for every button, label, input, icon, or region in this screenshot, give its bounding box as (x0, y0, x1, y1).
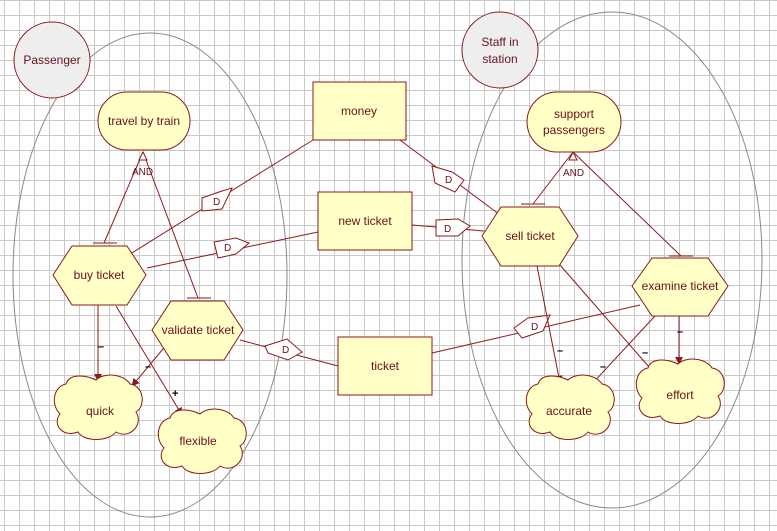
passenger-boundary (12, 32, 288, 518)
svg-text:effort: effort (666, 388, 694, 402)
actor-passenger[interactable]: Passenger (13, 21, 91, 99)
svg-text:D: D (444, 224, 451, 235)
actor-staff-in-station[interactable]: Staff in station (461, 11, 539, 89)
softgoal-flexible[interactable]: flexible (157, 408, 247, 474)
contribution-sign-minus: – (600, 361, 606, 373)
goal-travel-by-train[interactable]: travel by train (97, 91, 191, 151)
contribution-links (94, 264, 683, 416)
and-label-right: AND (563, 168, 584, 179)
svg-text:Passenger: Passenger (23, 53, 80, 67)
svg-text:D: D (282, 345, 289, 356)
svg-text:quick: quick (86, 404, 115, 418)
svg-text:flexible: flexible (179, 434, 217, 448)
dependency-marker: D (431, 165, 465, 193)
svg-text:validate ticket: validate ticket (162, 323, 235, 337)
goal-support-passengers[interactable]: support passengers (526, 91, 622, 153)
decomposition-links (93, 150, 693, 299)
task-sell-ticket[interactable]: sell ticket (481, 206, 579, 267)
dependency-marker: D (513, 314, 551, 339)
svg-text:ticket: ticket (371, 359, 400, 373)
and-label-left: AND (132, 167, 153, 178)
svg-text:support: support (554, 107, 595, 121)
dependency-marker: D (264, 338, 303, 361)
resource-ticket[interactable]: ticket (337, 336, 433, 396)
task-buy-ticket[interactable]: buy ticket (52, 245, 147, 306)
svg-text:passengers: passengers (543, 123, 605, 137)
resource-new-ticket[interactable]: new ticket (317, 191, 413, 251)
svg-text:sell ticket: sell ticket (505, 229, 555, 243)
svg-text:D: D (213, 197, 220, 208)
task-validate-ticket[interactable]: validate ticket (151, 300, 244, 361)
contribution-sign-minus: – (98, 341, 104, 353)
svg-text:buy ticket: buy ticket (74, 268, 125, 282)
softgoal-effort[interactable]: effort (635, 358, 725, 424)
contribution-sign-minus: – (677, 326, 683, 338)
svg-text:money: money (341, 104, 377, 118)
contribution-sign-minus: – (642, 347, 648, 359)
dependency-marker: D (213, 237, 250, 259)
contribution-sign-minus: – (145, 361, 151, 373)
svg-text:examine ticket: examine ticket (642, 279, 719, 293)
dependency-markers: D D D D D D (201, 165, 551, 361)
staff-boundary (461, 11, 763, 509)
svg-text:accurate: accurate (546, 404, 592, 418)
softgoal-quick[interactable]: quick (53, 374, 143, 440)
dependency-marker: D (435, 218, 471, 237)
svg-text:new ticket: new ticket (338, 214, 392, 228)
svg-text:Staff in: Staff in (481, 35, 518, 49)
contribution-sign-plus: + (172, 388, 178, 400)
dependency-marker: D (201, 187, 233, 212)
svg-text:D: D (224, 243, 231, 254)
svg-text:D: D (445, 175, 452, 186)
softgoal-accurate[interactable]: accurate (525, 374, 615, 440)
svg-text:travel by train: travel by train (108, 114, 180, 128)
svg-text:D: D (531, 322, 538, 333)
svg-text:station: station (482, 52, 517, 66)
contribution-sign-minus: – (557, 345, 563, 357)
resource-money[interactable]: money (312, 81, 407, 141)
task-examine-ticket[interactable]: examine ticket (631, 257, 729, 317)
